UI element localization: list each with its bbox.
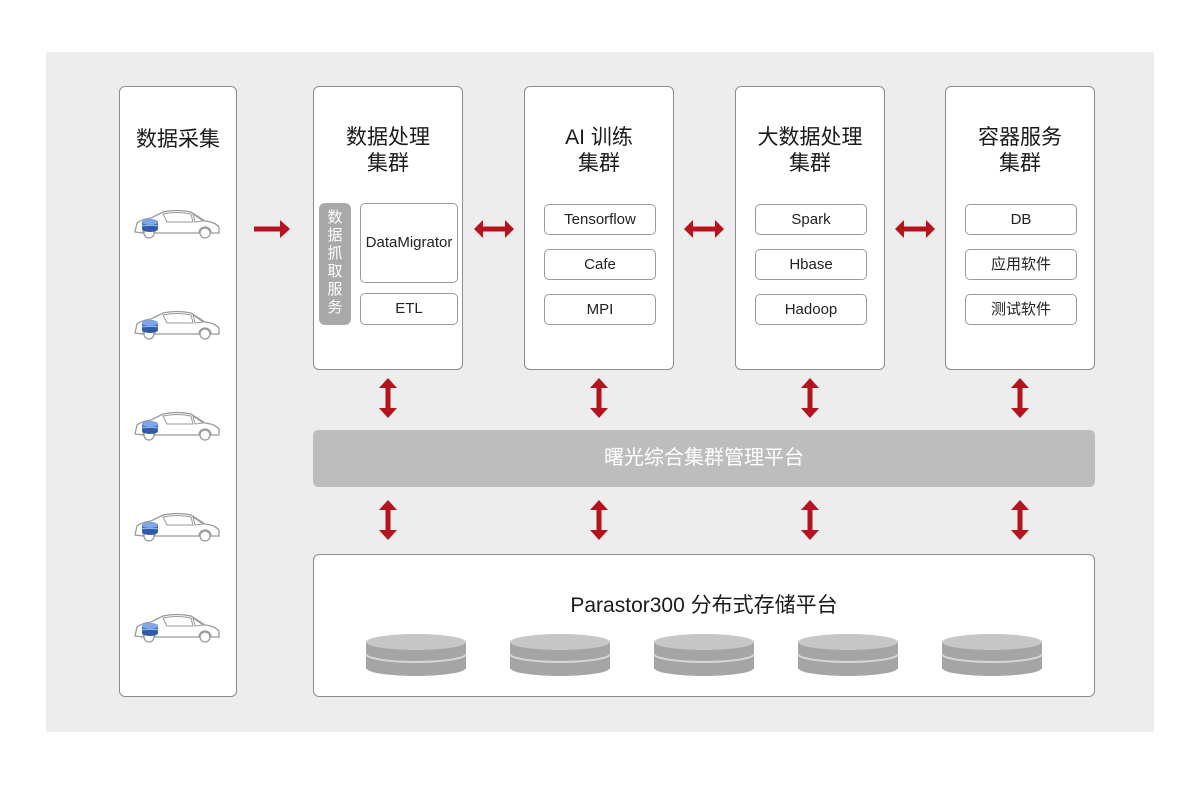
cluster-item: DB [965,204,1077,235]
cluster-item: Cafe [544,249,656,280]
cluster-item: Hbase [755,249,867,280]
cluster-item: MPI [544,294,656,325]
cluster-item: DataMigrator [360,203,458,283]
cluster-item: 应用软件 [965,249,1077,280]
cluster-box-container-service: 容器服务 集群 DB 应用软件 测试软件 [945,86,1095,370]
cluster-title: 数据处理 集群 [346,126,430,175]
cluster-box-big-data: 大数据处理 集群 Spark Hbase Hadoop [735,86,885,370]
cluster-box-data-processing: 数据处理 集群 数 据 抓 取 服 务 DataMigrator ETL [313,86,463,370]
data-capture-service-tag: 数 据 抓 取 服 务 [319,203,351,325]
cluster-item: Spark [755,204,867,235]
management-platform-bar: 曙光综合集群管理平台 [313,430,1095,487]
cluster-title: AI 训练 集群 [565,126,633,175]
cluster-item: Hadoop [755,294,867,325]
cluster-item: Tensorflow [544,204,656,235]
data-collection-box: 数据采集 [119,86,237,697]
cluster-title: 大数据处理 集群 [757,126,863,175]
data-collection-title: 数据采集 [136,128,220,151]
cluster-item: ETL [360,293,458,325]
cluster-box-ai-training: AI 训练 集群 Tensorflow Cafe MPI [524,86,674,370]
storage-platform-title: Parastor300 分布式存储平台 [570,594,838,617]
cluster-item: 测试软件 [965,294,1077,325]
cluster-title: 容器服务 集群 [978,126,1062,175]
storage-platform-box: Parastor300 分布式存储平台 [313,554,1095,697]
